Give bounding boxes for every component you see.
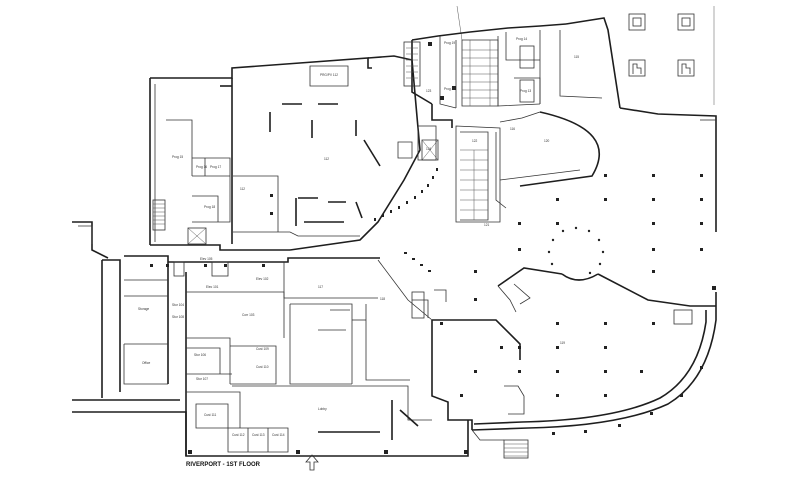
room-label: Stor 104: [172, 303, 184, 307]
room-label: Cust 109: [256, 347, 269, 351]
room-labels: PRG/PV 112 112 112 Prog 15 Prog 16 Prog …: [138, 37, 579, 437]
central-escalator: [460, 131, 489, 221]
room-label: 115: [574, 55, 579, 59]
room-label: 121: [484, 223, 490, 227]
room-label: 119: [560, 341, 565, 345]
room-label: Cust 111: [204, 413, 217, 417]
east-great-hall: [411, 107, 717, 459]
room-label: Stor 106: [194, 353, 206, 357]
northwest-wing: [149, 55, 439, 272]
northwest-stair: [153, 203, 165, 225]
room-label: Prog 13: [520, 89, 531, 93]
room-label: 118: [380, 297, 385, 301]
perforated-curved-wall: [374, 168, 438, 272]
room-label: 112: [324, 157, 329, 161]
room-label: Office: [142, 361, 150, 365]
southwest-block: [72, 221, 469, 457]
room-label: Elec 101: [206, 285, 219, 289]
room-label: PRG/PV 112: [320, 73, 338, 77]
room-label: Prog 20: [444, 87, 455, 91]
room-label: Stor 107: [196, 377, 208, 381]
south-exterior-stair: [471, 429, 529, 459]
north-escalator: [461, 39, 499, 107]
curved-wall-piers: [552, 366, 703, 435]
room-label: Prog 19: [444, 41, 455, 45]
room-label: Prog 16: [196, 165, 207, 169]
central-core: [403, 17, 621, 223]
room-label: Prog 15: [172, 155, 183, 159]
plan-title: RIVERPORT - 1ST FLOOR: [186, 462, 261, 468]
room-label: Cust 112: [232, 433, 245, 437]
room-label: 112: [240, 187, 245, 191]
room-label: Elev 102: [256, 277, 269, 281]
room-label: 117: [318, 285, 323, 289]
room-label: Corr 103: [242, 313, 255, 317]
room-label: Cust 114: [272, 433, 285, 437]
column-grid: [440, 174, 703, 397]
room-label: Prog 18: [204, 205, 215, 209]
room-label: 116: [510, 127, 515, 131]
exterior-planter-blocks: [456, 5, 715, 105]
room-label: Cust 110: [256, 365, 269, 369]
room-label: Stor 108: [172, 315, 184, 319]
room-label: 124: [426, 147, 432, 151]
room-label: Cust 113: [252, 433, 265, 437]
room-label: 120: [544, 139, 550, 143]
room-label: 123: [426, 89, 432, 93]
entrance-arrow-icon: [305, 454, 319, 471]
room-label: Elev 105: [200, 257, 213, 261]
room-label: Prog 14: [516, 37, 527, 41]
room-label: Storage: [138, 307, 149, 311]
room-label: 122: [472, 139, 478, 143]
room-label: Prog 17: [210, 165, 221, 169]
circular-rotunda: [547, 226, 605, 275]
room-label: Lobby: [318, 407, 327, 411]
